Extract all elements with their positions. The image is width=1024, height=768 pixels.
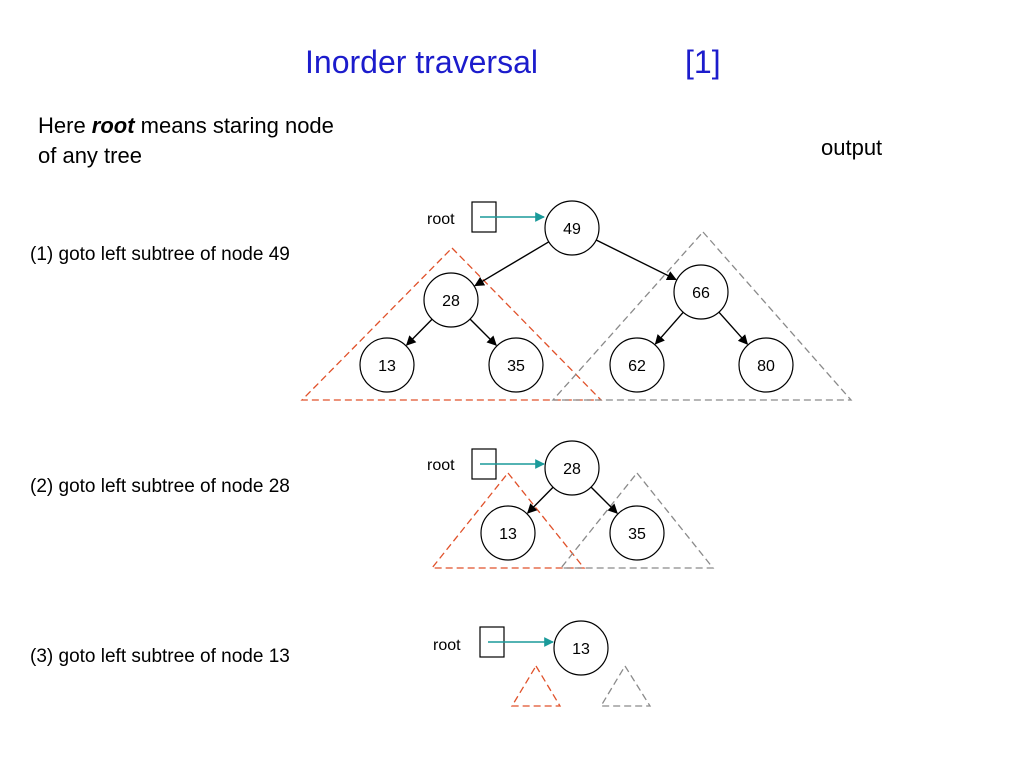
tree2-right-subtree-triangle — [559, 471, 715, 569]
tree1-root-label: root — [427, 211, 455, 228]
tree3-left-subtree-triangle — [510, 664, 562, 707]
tree2-edge-28-35 — [590, 486, 618, 514]
tree1-edge-66-62 — [654, 311, 684, 345]
tree1-left-subtree-triangle — [300, 247, 603, 401]
tree1-edge-28-13 — [405, 318, 433, 346]
tree2-node-35 — [609, 505, 665, 561]
step-1-label: (1) goto left subtree of node 49 — [30, 244, 290, 265]
tree1-node-62 — [609, 337, 665, 393]
tree2-node-13 — [480, 505, 536, 561]
tree1-edge-49-66 — [595, 239, 677, 281]
intro-prefix: Here — [38, 113, 92, 138]
tree3-root-label: root — [433, 637, 461, 654]
tree1-right-subtree-triangle — [551, 231, 853, 401]
step-3-label: (3) goto left subtree of node 13 — [30, 646, 290, 667]
tree1-node-80-label: 80 — [757, 358, 775, 375]
tree3-node-13-label: 13 — [572, 641, 590, 658]
tree1-node-28-label: 28 — [442, 293, 460, 310]
tree2-node-28-label: 28 — [563, 461, 581, 478]
intro-text: Here root means staring node of any tree — [38, 111, 334, 171]
tree1-node-13 — [359, 337, 415, 393]
tree1-node-35 — [488, 337, 544, 393]
intro-line2: of any tree — [38, 143, 142, 168]
title-text: Inorder traversal — [305, 44, 538, 80]
tree1-edge-66-80 — [718, 311, 749, 345]
tree2-node-28 — [544, 440, 600, 496]
tree1-edge-49-28 — [474, 241, 550, 287]
slide-title: Inorder traversal [1] — [305, 44, 721, 81]
title-reference: [1] — [685, 44, 721, 80]
tree1-node-35-label: 35 — [507, 358, 525, 375]
tree2-node-13-label: 13 — [499, 526, 517, 543]
tree2-left-subtree-triangle — [430, 471, 586, 569]
step-2-label: (2) goto left subtree of node 28 — [30, 476, 290, 497]
tree2-edge-28-13 — [526, 486, 554, 514]
intro-suffix: means staring node — [134, 113, 334, 138]
tree1-node-80 — [738, 337, 794, 393]
tree1-node-66-label: 66 — [692, 285, 710, 302]
intro-emphasis-root: root — [91, 113, 135, 138]
tree2-node-35-label: 35 — [628, 526, 646, 543]
tree3-node-13 — [553, 620, 609, 676]
tree1-node-49-label: 49 — [563, 221, 581, 238]
tree1-edge-28-35 — [469, 318, 497, 346]
tree1-node-49 — [544, 200, 600, 256]
tree1-node-13-label: 13 — [378, 358, 396, 375]
tree3-right-subtree-triangle — [599, 664, 652, 707]
tree1-node-62-label: 62 — [628, 358, 646, 375]
tree1-node-66 — [673, 264, 729, 320]
tree2-root-label: root — [427, 457, 455, 474]
tree1-node-28 — [423, 272, 479, 328]
output-label: output — [821, 135, 883, 160]
